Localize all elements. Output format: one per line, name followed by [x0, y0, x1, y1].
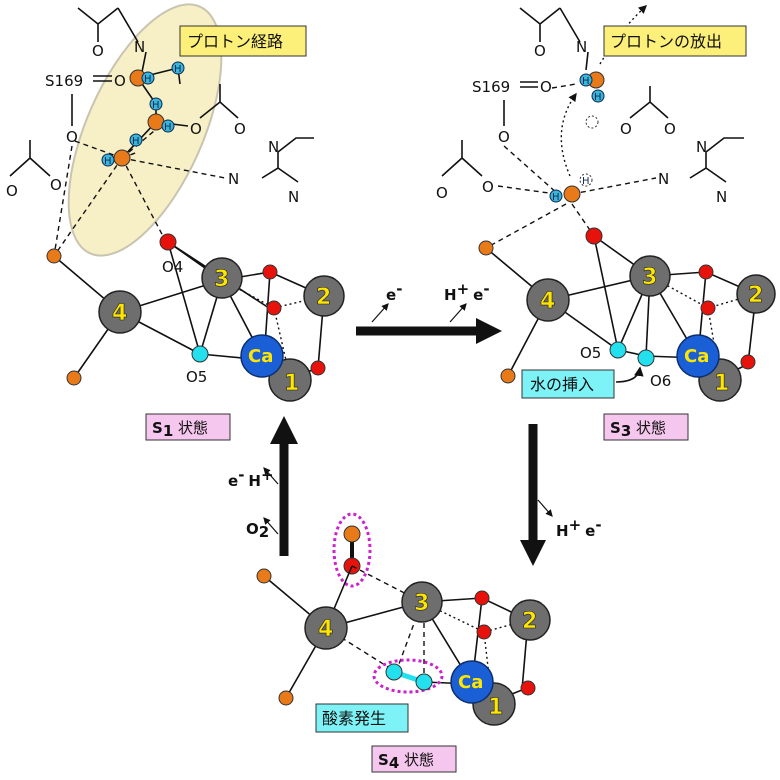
s3-state-box	[603, 413, 689, 441]
s1-ca: Ca	[248, 346, 273, 367]
s4-state-label: S4 状態	[378, 751, 434, 772]
s4-mn4: 4	[318, 617, 333, 642]
s1-s169-label: S169	[45, 72, 83, 90]
s3-n-guan2: N	[658, 170, 669, 188]
s4-ca: Ca	[458, 672, 483, 693]
s4-oxygen-evolution-box	[315, 703, 409, 733]
s3-h-bound: H	[552, 192, 560, 203]
s3-water-insertion-label: 水の挿入	[530, 375, 594, 394]
s1-h-1: H	[144, 74, 152, 85]
s3-water-insertion-box	[521, 369, 615, 399]
s1-proton-path-label: プロトン経路	[187, 32, 283, 51]
s4-s1-oxygen: O2	[246, 520, 269, 541]
s1-o-left1: O	[6, 182, 18, 200]
s1-o-mid: O	[66, 128, 78, 146]
s1-state-box	[145, 413, 231, 441]
s4-oxygen-evolution-label: 酸素発生	[322, 709, 386, 728]
s3-s169-label: S169	[472, 78, 510, 96]
s4-mn1: 1	[488, 695, 503, 720]
s1-s3-proton-electron: H+e-	[444, 280, 490, 304]
s1-n-guan2: N	[228, 170, 239, 188]
s3-s169-o: O	[540, 78, 552, 96]
s3-o-left1: O	[436, 184, 448, 202]
s1-proton-path-box	[179, 25, 307, 57]
s3-o-mid: O	[498, 128, 510, 146]
arrow-s3-to-s4: H+e-	[520, 424, 602, 566]
s1-n-guan1: N	[268, 138, 279, 156]
s3-mn3: 3	[642, 265, 657, 290]
s3-h-released1: H	[582, 76, 590, 87]
s3-mn4: 4	[540, 289, 555, 314]
s1-o4: O4	[162, 258, 183, 276]
s3-n-guan3: N	[716, 188, 727, 206]
s3-o-left2: O	[482, 178, 494, 196]
s3-proton-release-label: プロトンの放出	[610, 32, 722, 51]
s3-ca: Ca	[684, 346, 709, 367]
s3-h-dotted: H	[582, 176, 590, 187]
s1-n-top: N	[134, 38, 145, 56]
s3-o5: O5	[580, 344, 601, 362]
s3-n-guan1: N	[696, 138, 707, 156]
s3-h-released2: H	[594, 92, 602, 103]
s3-o6: O6	[650, 372, 671, 390]
s3-o-top: O	[534, 42, 546, 60]
s1-s3-electron: e-	[386, 280, 402, 304]
s3-o-right2: O	[664, 120, 676, 138]
s3-state-label: S3 状態	[610, 419, 666, 440]
s4-mn2: 2	[522, 609, 537, 634]
arrow-s4-to-s1: e-H+ O2	[228, 416, 298, 556]
s4-panel: 4 3 2 1 Ca 酸素発生 S4 状態	[256, 512, 551, 773]
s1-o-left2: O	[50, 176, 62, 194]
s3-panel: O N S169 O O H H プロトンの放出 O O N N N O	[436, 5, 776, 441]
s4-s1-electron-proton: e-H+	[228, 466, 274, 490]
s3-mn1: 1	[714, 371, 729, 396]
s3-proton-release-box	[603, 25, 747, 57]
s1-h-3: H	[152, 100, 160, 111]
s1-h-4: H	[164, 122, 172, 133]
s1-o-right2: O	[234, 120, 246, 138]
s4-state-box	[371, 745, 457, 773]
s1-o5: O5	[186, 368, 207, 386]
s1-h-6: H	[104, 156, 112, 167]
s1-mn2: 2	[316, 285, 331, 310]
s1-n-guan3: N	[288, 188, 299, 206]
s1-h-2: H	[174, 64, 182, 75]
s1-mn3: 3	[214, 267, 229, 292]
s1-o-top: O	[92, 42, 104, 60]
s3-n-top: N	[576, 38, 587, 56]
s1-mn1: 1	[284, 371, 299, 396]
s1-state-label: S1 状態	[152, 419, 208, 440]
s1-mn4: 4	[112, 301, 127, 326]
s3-mn2: 2	[748, 283, 763, 308]
s1-o-right1: O	[190, 120, 202, 138]
s4-mn3: 3	[414, 591, 429, 616]
s1-h-5: H	[132, 136, 140, 147]
s3-s4-proton-electron: H+e-	[556, 516, 602, 540]
arrow-s1-to-s3: e- H+e-	[356, 280, 502, 344]
s1-s169-o: O	[114, 72, 126, 90]
s3-o-right1: O	[620, 120, 632, 138]
s1-panel: O N S169 O O O O O O N N N	[6, 3, 345, 441]
